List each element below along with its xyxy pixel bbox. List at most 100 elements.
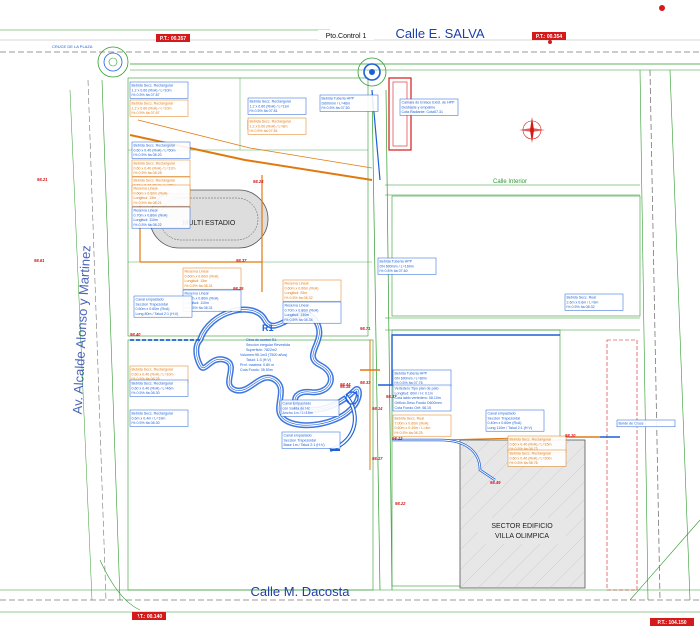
street-bottom-name: Calle M. Dacosta [251, 584, 351, 599]
annotation-line: 1.2 x 0.60 (RxA) / L=8m [250, 124, 288, 128]
annotation-line: i% 0.5% Ita 08.32 [285, 296, 313, 300]
roundabout-top-left [97, 46, 129, 78]
annotation-line: Seccion Trapezoidal [284, 438, 317, 442]
annotation-line: Borde de Cruce [619, 422, 644, 426]
left-avenue-line [101, 79, 121, 601]
annotation-box [131, 159, 191, 177]
annotation-line: Bebida Secc. Rectangular [132, 102, 174, 106]
control-point-label: Pto.Control 1 [326, 33, 367, 40]
annotation-line: Seccion Trapezoidal [488, 416, 521, 420]
annotation-line: 0.60m x 0.60m (RxA) [136, 307, 170, 311]
annotation-line: DN 600mm / L=80m [395, 376, 427, 380]
annotation-line: i% 0.5% Ita 07.76 [395, 381, 423, 385]
annotation-line: D600mm / L=46m [322, 101, 351, 105]
annotation-box [392, 384, 452, 412]
annotation-line: i% 0.5% Ita 07.50 [322, 106, 350, 110]
annotation-box [131, 206, 191, 229]
pk-tag-bottom-right: P.T.: 104.150 [650, 618, 694, 626]
annotation-line: Bebida Secc. Rectangular [510, 438, 552, 442]
street-network [0, 29, 700, 613]
annotation-line: Bebida Secc. Rectangular [132, 368, 174, 372]
annotation-box [247, 97, 307, 115]
annotation-line: Reserva Lineal [134, 209, 158, 213]
annotation-line: i% 0.5% Ita 08.30 [132, 421, 160, 425]
annotation-line: Ancho 1m / L=15m [283, 411, 313, 415]
level-label: 98.44 [340, 382, 351, 387]
left-corner-label: CRUCE DE LA PLAZA [52, 44, 93, 49]
blue-pipe-east [378, 334, 560, 386]
annotation-line: i% 0.5% Ita 08.31 [185, 306, 213, 310]
annotation-a30: Borde de Cruce [616, 419, 676, 428]
sector-label-bg [478, 518, 566, 544]
annotation-line: 0.6m x 0.4m / L=19m [132, 416, 166, 420]
annotation-box [131, 184, 191, 207]
r1-note-0: Obra de control R1 [246, 338, 276, 342]
pk-tag-top-left-text: P.T.: 00.357 [160, 36, 187, 42]
annotation-line: 2.6m x 0.6m / L=9m [567, 300, 599, 304]
pk-tag-bottom-left: P.T.: 00.140 [132, 612, 166, 620]
annotation-line: Bebida Secc. Real [395, 417, 425, 421]
annotation-line: 0.70m x 0.80m (RxA) [185, 296, 219, 300]
annotation-line: Base 1m / Talud 2:1 (H:V) [284, 443, 325, 447]
r1-note-5: Prof. maxima: 0.80 m [240, 363, 274, 367]
annotation-line: Cota labio vertedero: 08.10m [395, 396, 441, 400]
annotation-layer: Bebida Secc. Rectangular 1.2 x 0.60 (RxA)… [129, 81, 676, 467]
southwest-block-outline [127, 339, 374, 591]
annotation-line: Seccion Trapezoidal [136, 302, 169, 306]
annotation-box [182, 267, 242, 290]
annotation-line: 0.70m x 0.80m (RxA) [134, 213, 168, 217]
central-road-line-2 [385, 89, 393, 591]
level-layer: 98.6198.2498.2198.3798.7198.4098.2598.33… [34, 177, 576, 506]
annotation-line: Bebida Secc. Rectangular [250, 100, 292, 104]
right-property-boundary [606, 339, 638, 591]
annotation-line: Canal empastado [136, 298, 164, 302]
annotation-line: i% 0.5% Ita 07.87 [132, 93, 160, 97]
pk-tag-bottom-right-text: P.T.: 104.150 [657, 620, 686, 626]
annotation-line: Bebida Tuberia HPP [395, 372, 428, 376]
level-label: 98.17 [372, 456, 383, 461]
annotation-line: Bebida Tuberia HPP [322, 97, 355, 101]
annotation-box [129, 81, 189, 99]
r1-note-1: Seccion irregular Revestida [246, 343, 290, 347]
annotation-line: i% 0.5% Ita 07.81 [250, 109, 278, 113]
r1-note-2: Superficie: 7822m2 [246, 348, 277, 352]
annotation-line: 7.00m x 0.60m (RxA) [395, 421, 429, 425]
level-label: 98.24 [253, 179, 264, 184]
right-road-line [639, 69, 649, 601]
pk-tag-bottom-left-text: P.T.: 00.140 [136, 614, 163, 620]
pk-tag-top-right-text: P.T.: 00.354 [536, 34, 563, 40]
stadium-label: MULTI ESTADIO [183, 220, 236, 227]
annotation-line: 0.60m x 0.60m (RxA) [285, 286, 319, 290]
level-label: 98.14 [372, 406, 383, 411]
annotation-line: i% 0.5% Ita 08.28 [134, 171, 162, 175]
annotation-line: DN 600mm / L=160m [380, 264, 414, 268]
sector-label-line1: SECTOR EDIFICIO [491, 523, 553, 530]
annotation-line: i% 0.5% Ita 08.32 [567, 305, 595, 309]
level-label: 98.22 [395, 501, 406, 506]
annotation-line: 0.60 x 0.40 (RxA) / L=20m [510, 456, 552, 460]
annotation-box [377, 257, 437, 275]
control-label-bg [318, 30, 374, 40]
level-label: 98.40 [130, 332, 141, 337]
level-label: 98.10 [565, 433, 576, 438]
annotation-line: Desbaste y empalme [402, 105, 436, 109]
annotation-line: Longitud: 130m [285, 313, 310, 317]
left-avenue-line-2 [69, 89, 93, 601]
